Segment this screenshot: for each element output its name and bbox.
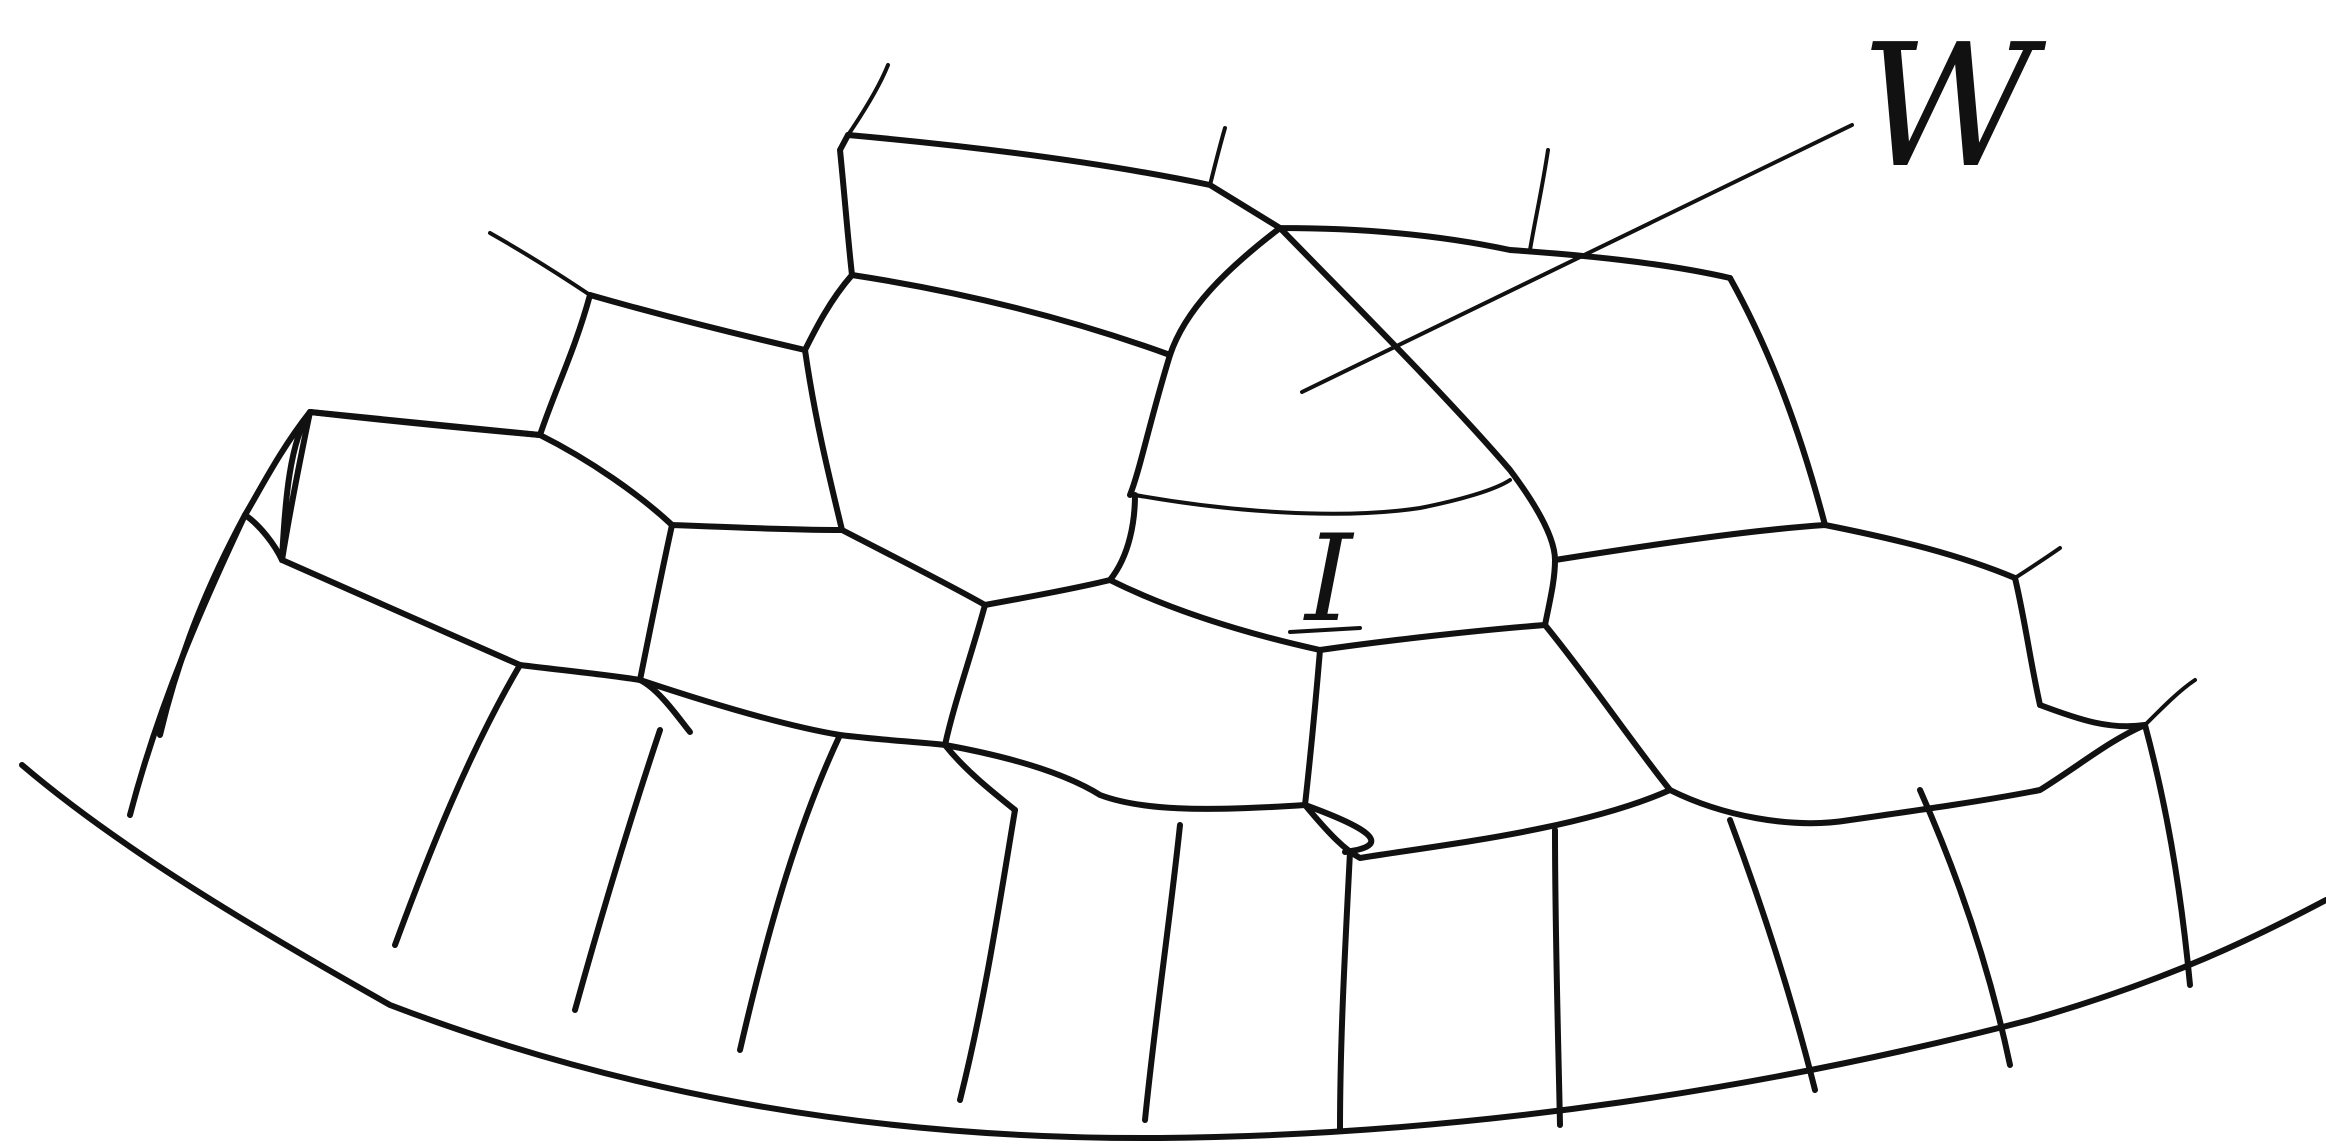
row2-far-left-top bbox=[310, 412, 540, 435]
right-top-cell-wall bbox=[1730, 278, 1825, 525]
initial-cell-left-arc bbox=[1130, 228, 1280, 495]
row2-cell-wall-d bbox=[540, 295, 590, 435]
outer-cell-wall-4 bbox=[740, 735, 840, 1050]
row2-cell-wall-a bbox=[852, 275, 1170, 355]
row3-cell-wall-f bbox=[640, 525, 672, 680]
row3-stub-right bbox=[2015, 548, 2060, 578]
outer-cell-wall-3 bbox=[575, 730, 660, 1010]
outer-cell-wall-7 bbox=[1340, 852, 1350, 1130]
row2-stub-left bbox=[490, 233, 590, 295]
row3-cell-wall-e bbox=[2015, 578, 2040, 705]
row3-cell-wall-c bbox=[1545, 560, 1555, 625]
row3-cell-wall-i bbox=[1545, 625, 1670, 790]
top-row-upper-wall bbox=[848, 135, 1730, 278]
outer-cell-wall-8 bbox=[1555, 830, 1560, 1125]
row4-wall-right-drop bbox=[2040, 705, 2145, 726]
row2-far-left-cell bbox=[160, 412, 310, 735]
outer-cell-wall-11 bbox=[2145, 725, 2190, 985]
row2-cell-wall-b bbox=[805, 275, 852, 530]
top-row-left-wall bbox=[840, 135, 852, 275]
initial-cell-inner-wall bbox=[1135, 480, 1510, 514]
row3-cell-wall-a bbox=[672, 525, 1545, 650]
outer-cell-wall-5 bbox=[960, 810, 1015, 1100]
outer-cell-wall-6 bbox=[1145, 825, 1180, 1120]
row4-wall-mid bbox=[640, 680, 945, 745]
top-stub-right bbox=[1530, 150, 1548, 250]
top-stub-left bbox=[848, 65, 888, 135]
row3-cell-wall-b bbox=[1110, 495, 1135, 580]
row2-cell-wall-c bbox=[590, 295, 805, 350]
row3-cell-wall-h bbox=[1305, 650, 1320, 805]
label-w: W bbox=[1860, 8, 2047, 206]
row4-stub-right bbox=[2145, 680, 2195, 725]
row4-wall-left bbox=[282, 560, 640, 680]
outer-cell-wall-9 bbox=[1730, 820, 1815, 1090]
row4-wall-center-b bbox=[1305, 725, 2145, 858]
row3-cell-wall-g bbox=[945, 605, 985, 745]
outer-cell-wall-1 bbox=[130, 515, 245, 815]
outer-cell-wall-2 bbox=[395, 665, 520, 945]
top-stub-mid bbox=[1210, 128, 1225, 185]
row3-cell-wall-d bbox=[1555, 525, 2015, 578]
outer-cell-wall-10 bbox=[1920, 790, 2010, 1065]
